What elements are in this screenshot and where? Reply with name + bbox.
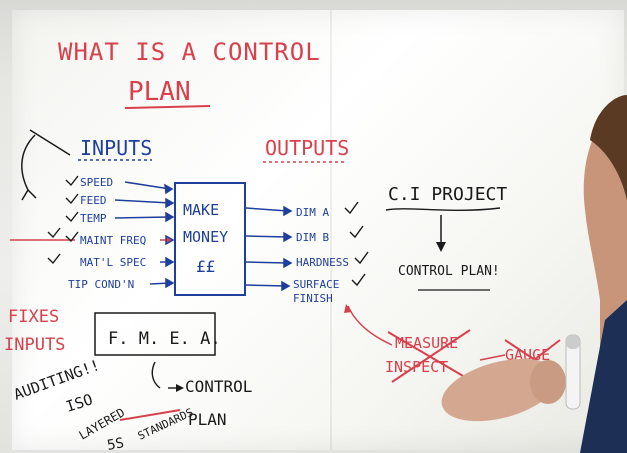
inputs-curve-arrow xyxy=(21,134,36,191)
input-speed: SPEED xyxy=(80,176,113,189)
make-money-box xyxy=(174,182,246,296)
plan-label: PLAN xyxy=(188,410,227,429)
title-line-2: PLAN xyxy=(128,77,191,107)
input-maint-freq: MAINT FREQ xyxy=(80,234,146,247)
presenter xyxy=(580,95,627,453)
input-tip-cond: TIP COND'N xyxy=(68,278,134,291)
output-dim-a: DIM A xyxy=(296,206,329,219)
five-s-note: 5S xyxy=(106,435,125,453)
curve-arrow-head xyxy=(21,189,37,201)
fmea-box xyxy=(94,312,216,356)
presenter-hand xyxy=(441,358,566,422)
box-line-money: MONEY xyxy=(183,228,228,246)
ci-underline xyxy=(385,207,501,212)
standards-note: STANDARDS xyxy=(136,406,196,443)
output-hardness: HARDNESS xyxy=(296,256,349,269)
measure-arrow-head xyxy=(344,304,352,313)
input-feed: FEED xyxy=(80,194,107,207)
output-arrows xyxy=(245,205,293,292)
inputs-left-note: INPUTS xyxy=(4,335,65,355)
standards-red-mark xyxy=(119,409,181,421)
title-underline xyxy=(124,105,211,109)
control-arrow-head xyxy=(176,384,184,392)
input-arrows xyxy=(10,181,175,289)
ci-project: C.I PROJECT xyxy=(388,184,507,205)
box-line-make: MAKE xyxy=(183,201,219,219)
output-ticks xyxy=(344,201,369,287)
input-ticks xyxy=(47,175,79,265)
inputs-pointer-line xyxy=(29,129,71,156)
ci-arrow-head xyxy=(436,242,446,252)
iso-note: ISO xyxy=(64,390,95,415)
input-temp: TEMP xyxy=(80,212,107,225)
inputs-heading: INPUTS xyxy=(80,136,152,160)
output-finish: FINISH xyxy=(293,292,333,305)
measure-cross xyxy=(387,329,471,383)
control-label: CONTROL xyxy=(185,377,252,396)
measure-arrow xyxy=(347,305,393,346)
box-line-pounds: ££ xyxy=(196,257,215,276)
title-line-1: WHAT IS A CONTROL xyxy=(58,38,321,66)
output-surface: SURFACE xyxy=(293,278,339,291)
fmea-arrow xyxy=(151,361,161,389)
outputs-heading: OUTPUTS xyxy=(265,136,349,160)
paper-seam xyxy=(330,10,332,450)
output-dim-b: DIM B xyxy=(296,231,329,244)
inspect-note: INSPECT xyxy=(385,358,448,376)
marker-pen xyxy=(565,334,581,410)
gauge-arrow xyxy=(479,354,506,361)
control-plan-note: CONTROL PLAN! xyxy=(398,264,500,279)
input-matl-spec: MAT'L SPEC xyxy=(80,256,146,269)
fmea-label: F. M. E. A. xyxy=(108,329,221,349)
fixes-note: FIXES xyxy=(8,307,59,327)
